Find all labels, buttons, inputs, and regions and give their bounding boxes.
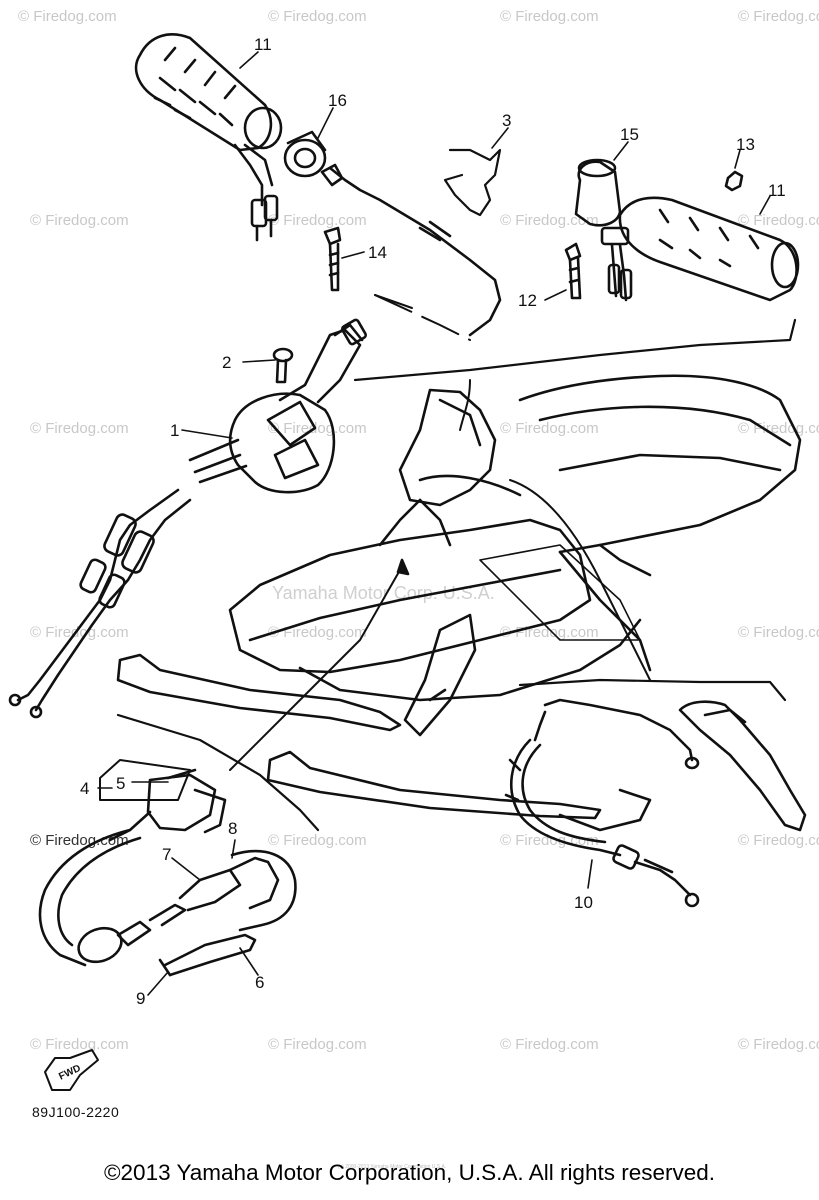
watermark: © Firedog.com bbox=[268, 1036, 367, 1053]
screw-14 bbox=[323, 226, 342, 292]
watermark: © Firedog.com bbox=[30, 420, 129, 437]
watermark: © Firedog.com bbox=[500, 1036, 599, 1053]
fwd-label: FWD bbox=[57, 1063, 82, 1083]
part-code: 89J100-2220 bbox=[32, 1104, 120, 1120]
tiny-copyright: (c) 2000-2013 Yamaha Motor Corporation U… bbox=[338, 1164, 447, 1170]
callout-3: 3 bbox=[502, 111, 511, 130]
watermark: © Firedog.com bbox=[500, 420, 599, 437]
watermark: © Firedog.com bbox=[738, 832, 819, 849]
snowmobile-body bbox=[116, 374, 802, 832]
callout-11-left: 11 bbox=[254, 35, 272, 54]
fwd-arrow-icon bbox=[44, 1049, 99, 1091]
callout-14: 14 bbox=[368, 243, 387, 262]
callout-1: 1 bbox=[170, 421, 179, 440]
watermark: © Firedog.com bbox=[500, 8, 599, 25]
brake-cable-10 bbox=[504, 698, 700, 908]
watermark: © Firedog.com bbox=[738, 624, 819, 641]
collar-15 bbox=[574, 158, 622, 227]
watermark: © Firedog.com bbox=[30, 832, 129, 849]
watermark: © Firedog.com bbox=[738, 8, 819, 25]
center-watermark: Yamaha Motor Corp. U.S.A. bbox=[272, 583, 495, 603]
grip-right-part bbox=[600, 196, 800, 302]
throttle-housing-1 bbox=[188, 318, 367, 494]
pointer-line bbox=[229, 569, 401, 771]
watermark: © Firedog.com bbox=[500, 212, 599, 229]
group-bracket-upper bbox=[353, 318, 797, 382]
watermark: © Firedog.com bbox=[738, 212, 819, 229]
brake-lever bbox=[678, 700, 807, 832]
callout-8: 8 bbox=[228, 819, 237, 838]
watermark: © Firedog.com bbox=[268, 832, 367, 849]
callout-16: 16 bbox=[328, 91, 347, 110]
fastener-13 bbox=[724, 170, 744, 192]
copyright-notice: ©2013 Yamaha Motor Corporation, U.S.A. A… bbox=[103, 1160, 716, 1185]
callout-11-right: 11 bbox=[768, 181, 786, 200]
watermark: © Firedog.com bbox=[30, 624, 129, 641]
callout-6: 6 bbox=[255, 973, 264, 992]
callout-9: 9 bbox=[136, 989, 145, 1008]
watermark: © Firedog.com bbox=[268, 420, 367, 437]
watermark: © Firedog.com bbox=[268, 212, 367, 229]
watermark: © Firedog.com bbox=[18, 8, 117, 25]
callout-4: 4 bbox=[80, 779, 89, 798]
watermark: © Firedog.com bbox=[30, 1036, 129, 1053]
callout-12: 12 bbox=[518, 291, 537, 310]
watermark: © Firedog.com bbox=[738, 1036, 819, 1053]
watermark: © Firedog.com bbox=[268, 624, 367, 641]
watermark: © Firedog.com bbox=[30, 212, 129, 229]
choke-lever-4-5 bbox=[99, 759, 227, 842]
choke-cable-6-9 bbox=[38, 828, 297, 977]
bracket-3 bbox=[443, 148, 502, 217]
callout-2: 2 bbox=[222, 353, 231, 372]
throttle-cable-upper bbox=[320, 163, 502, 337]
screw-12 bbox=[564, 242, 582, 300]
grip-left-part bbox=[134, 33, 283, 242]
throttle-cables-left bbox=[8, 488, 192, 719]
parts-diagram: 11 16 3 15 13 11 14 12 2 1 4 5 8 7 9 6 1… bbox=[8, 33, 807, 1091]
callout-13: 13 bbox=[736, 135, 755, 154]
callout-15: 15 bbox=[620, 125, 639, 144]
callout-5: 5 bbox=[116, 774, 125, 793]
callout-7: 7 bbox=[162, 845, 171, 864]
callout-10: 10 bbox=[574, 893, 593, 912]
ring-16 bbox=[283, 130, 327, 178]
watermark: © Firedog.com bbox=[268, 8, 367, 25]
screw-2 bbox=[272, 347, 294, 384]
